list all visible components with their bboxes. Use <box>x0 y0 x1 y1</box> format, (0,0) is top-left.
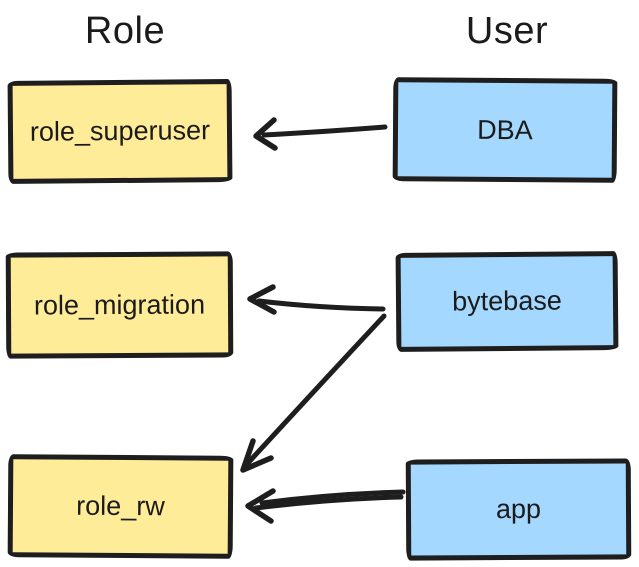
arrow-app-to-role-rw <box>245 488 406 524</box>
arrow-shaft <box>256 298 386 312</box>
arrow-head <box>247 284 277 315</box>
node-label: bytebase <box>452 285 562 317</box>
node-app: app <box>405 458 632 561</box>
arrow-dba-to-role-superuser <box>253 117 388 151</box>
arrow-shaft <box>259 489 406 506</box>
arrow-head <box>253 117 278 151</box>
node-bytebase: bytebase <box>395 251 619 352</box>
node-role-rw: role_rw <box>7 454 234 559</box>
node-label: app <box>495 493 542 525</box>
column-heading-user: User <box>465 10 549 52</box>
arrow-head <box>240 438 274 473</box>
arrow-shaft-sketch <box>253 494 404 511</box>
column-heading-role: Role <box>84 10 166 52</box>
node-label: role_rw <box>76 490 165 522</box>
node-dba: DBA <box>392 77 618 183</box>
arrow-shaft <box>245 313 387 466</box>
arrow-head <box>245 488 276 524</box>
arrow-bytebase-to-role-rw <box>240 313 387 473</box>
node-role-superuser: role_superuser <box>7 79 233 184</box>
node-role-migration: role_migration <box>5 251 234 359</box>
node-label: role_superuser <box>29 115 211 147</box>
node-label: DBA <box>477 114 533 145</box>
node-label: role_migration <box>33 289 206 320</box>
arrow-bytebase-to-role-migration <box>247 284 386 315</box>
arrow-shaft <box>261 124 388 138</box>
